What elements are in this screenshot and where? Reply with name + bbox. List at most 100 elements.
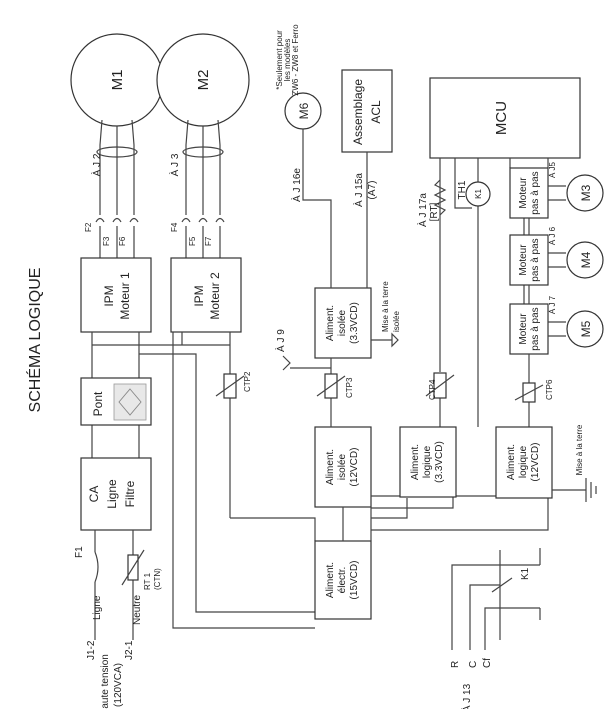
motor-m2: M2 [156,33,250,127]
svg-text:[RT]: [RT] [429,202,440,221]
svg-text:C: C [468,661,479,668]
svg-text:M6: M6 [297,102,311,119]
fuses-ipm1: F2 F3 F6 [84,217,139,258]
svg-text:Aliment.: Aliment. [506,444,517,480]
svg-text:IPM: IPM [102,285,116,306]
motor-m1: M1 [70,33,164,127]
svg-text:logique: logique [518,445,529,478]
svg-text:M4: M4 [579,251,593,268]
svg-text:TH1: TH1 [457,180,468,199]
motor-m4: M4 À J 6 [548,226,604,279]
svg-text:F7: F7 [204,236,213,246]
relay-k1-contacts: K1 R C Cf À J 13 [450,548,541,709]
psu-3v3-isolated: Aliment. isolée (3.3VCD) [314,287,372,359]
ctp6-thermistor: CTP6 [514,379,554,403]
svg-text:À J 9: À J 9 [274,329,287,352]
ground-earth: Mise à la terre [552,424,597,502]
svg-text:M2: M2 [195,70,212,91]
motor-m3: M3 À J5 [548,161,604,212]
svg-text:K1: K1 [520,567,531,580]
svg-text:(A7): (A7) [367,181,378,200]
relay-k1-coil: K1 [465,181,491,207]
svg-text:logique: logique [422,445,433,478]
svg-text:F2: F2 [84,222,93,232]
svg-text:(120VCA): (120VCA) [113,663,124,707]
bridge-pont: Pont [80,377,152,426]
psu-12vcd-isolated: Aliment. isolée (12VCD) [314,426,372,508]
mains-input: F1 RT 1 (CTN) Ligne Neutre J1-2 J2-1 Hau… [74,530,162,709]
svg-text:Pont: Pont [91,391,105,416]
ipm-motor-1: IPM Moteur 1 [80,257,152,333]
svg-text:isolée: isolée [337,310,348,337]
ctp3-thermistor: CTP3 À J 9 [274,329,354,427]
svg-text:Aliment.: Aliment. [325,562,336,598]
svg-text:Assemblage: Assemblage [351,79,365,145]
svg-text:K1: K1 [474,189,483,199]
ac-line-filter: CA Ligne Filtre [80,457,152,531]
svg-text:À J 16e: À J 16e [290,168,303,202]
svg-text:Moteur: Moteur [518,244,529,276]
svg-text:Moteur 2: Moteur 2 [208,272,222,320]
svg-text:pas à pas: pas à pas [530,238,541,281]
svg-text:pas à pas: pas à pas [530,307,541,350]
svg-text:CTP6: CTP6 [545,379,554,400]
svg-text:(3.3VCD): (3.3VCD) [349,302,360,344]
svg-text:électr.: électr. [337,567,348,594]
svg-text:Neutre: Neutre [132,595,143,625]
svg-text:Cf: Cf [482,658,493,668]
svg-text:M3: M3 [579,184,593,201]
svg-text:(3.3VCD): (3.3VCD) [434,441,445,483]
svg-text:Filtre: Filtre [123,480,137,507]
svg-text:(15VCD): (15VCD) [349,561,360,600]
svg-text:Haute tension: Haute tension [100,654,111,709]
cable-m1: À J 2 [90,119,138,215]
psu-3v3-logic: Aliment. logique (3.3VCD) [399,426,457,498]
svg-text:À J 13: À J 13 [460,683,473,709]
lcd-assembly: Assemblage ACL À J 15a (A7) [341,69,393,288]
stepper-driver-m4: Moteur pas à pas [509,234,549,286]
svg-text:F1: F1 [74,546,85,558]
svg-text:CA: CA [87,486,101,503]
svg-text:À J 6: À J 6 [548,226,557,245]
psu-12vcd-logic: Aliment. logique (12VCD) [495,426,553,499]
svg-text:Moteur: Moteur [518,313,529,345]
svg-text:(CTN): (CTN) [153,568,162,590]
svg-text:RT 1: RT 1 [143,572,152,590]
svg-text:À J 15a: À J 15a [352,173,365,207]
diagram-title: SCHÉMA LOGIQUE [25,268,44,413]
svg-text:ACL: ACL [369,100,383,124]
svg-text:À J 3: À J 3 [168,153,181,176]
svg-text:Ligne: Ligne [105,479,119,509]
svg-text:les modèles: les modèles [283,39,292,82]
ctp4-thermistor: CTP4 [425,372,455,400]
svg-text:Mise à la terre: Mise à la terre [575,424,584,475]
svg-text:CTP3: CTP3 [345,377,354,398]
svg-text:À J5: À J5 [548,161,557,178]
svg-text:IPM: IPM [192,285,206,306]
svg-text:À J 2: À J 2 [90,153,103,176]
svg-text:CTP2: CTP2 [243,371,252,392]
mcu: MCU [429,77,581,159]
svg-text:CTP4: CTP4 [428,379,437,400]
ipm-motor-2: IPM Moteur 2 [170,257,242,333]
svg-text:Aliment.: Aliment. [410,444,421,480]
wires-ipm-to-psu15 [172,332,316,629]
svg-text:Ligne: Ligne [92,595,103,620]
svg-text:À J 17a: À J 17a [416,193,429,227]
svg-text:F6: F6 [118,236,127,246]
svg-text:Aliment.: Aliment. [325,305,336,341]
power-bus [91,332,231,458]
thermistor-th1: À J 17a [RT] TH1 [416,179,468,227]
svg-text:*Seulement pour: *Seulement pour [275,30,284,90]
svg-text:F5: F5 [188,236,197,246]
svg-text:Moteur: Moteur [518,177,529,209]
cable-m2: À J 3 [168,119,224,215]
svg-text:F4: F4 [170,222,179,232]
fuses-ipm2: F4 F5 F7 [170,217,225,258]
svg-text:M5: M5 [579,320,593,337]
motor-m5: M5 À J 7 [548,295,604,348]
stepper-driver-m5: Moteur pas à pas [509,303,549,355]
svg-text:F3: F3 [102,236,111,246]
svg-text:R: R [450,661,461,668]
